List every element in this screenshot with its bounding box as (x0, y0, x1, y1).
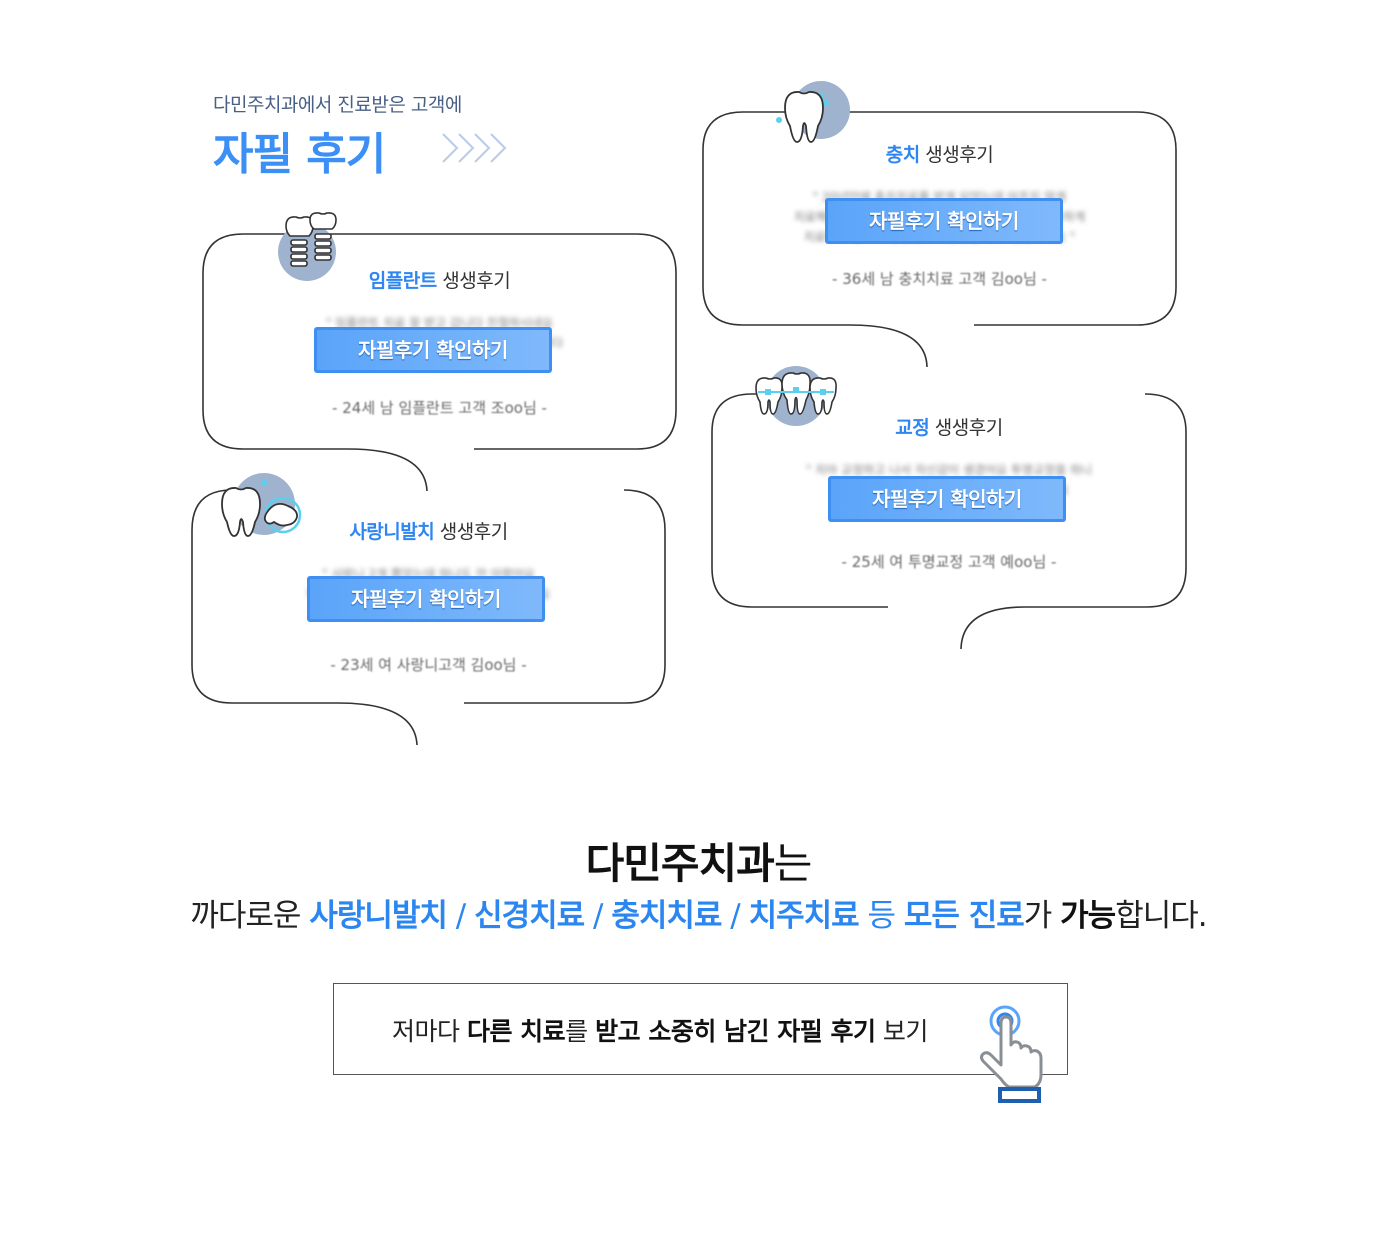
section-title: 자필 후기 (213, 129, 386, 180)
card-title-suffix: 생생후기 (919, 144, 994, 166)
braces-icon (755, 366, 837, 426)
review-button-ortho[interactable]: 자필후기 확인하기 (828, 476, 1066, 522)
review-author: - 36세 남 충치치료 고객 김oo님 - (832, 270, 1047, 288)
review-author: - 23세 여 사랑니고객 김oo님 - (330, 656, 527, 674)
section-subtitle: 다민주치과에서 진료받은 고객에 (213, 94, 462, 116)
treatment-cavity: 충치치료 (611, 898, 722, 934)
treatment-root-canal: 신경치료 (474, 898, 585, 934)
card-title-suffix: 생생후기 (436, 270, 511, 292)
speech-bubbles (191, 111, 1187, 746)
card-category: 임플란트 (368, 270, 437, 292)
tooth-sparkle-icon (776, 81, 850, 143)
treatment-periodontal: 치주치료 (748, 898, 860, 934)
cta-text-part: 저마다 (392, 1017, 467, 1046)
review-button-wisdom[interactable]: 자필후기 확인하기 (307, 576, 545, 622)
cta-label: 저마다 다른 치료를 받고 소중히 남긴 자필 후기 보기 (392, 1012, 928, 1048)
clinic-name: 다민주치과 (585, 839, 775, 888)
review-button-implant[interactable]: 자필후기 확인하기 (314, 327, 552, 373)
card-title-suffix: 생생후기 (434, 521, 508, 543)
card-category: 충치 (885, 144, 920, 166)
desc-text: 가 (1023, 898, 1061, 934)
separator: / (584, 898, 612, 934)
cta-text-bold: 다른 치료 (466, 1017, 566, 1046)
review-author: - 24세 남 임플란트 고객 조oo님 - (332, 399, 547, 417)
card-title: 충치 생생후기 (703, 140, 1176, 167)
view-reviews-button[interactable]: 저마다 다른 치료를 받고 소중히 남긴 자필 후기 보기 (333, 983, 1068, 1075)
preview-line: " 치아 교정하고 나서 자신감이 생겼어요 투명교정을 하니 (805, 463, 1093, 477)
separator: / (446, 898, 475, 934)
separator: / (721, 898, 749, 934)
wisdom-tooth-icon (221, 473, 302, 537)
review-button-cavity[interactable]: 자필후기 확인하기 (825, 198, 1063, 244)
treatment-wisdom: 사랑니발치 (309, 898, 448, 934)
chevrons-right-icon (442, 133, 507, 163)
desc-possible: 가능 (1060, 898, 1116, 934)
desc-text: 까다로운 (190, 898, 310, 934)
card-title: 임플란트 생생후기 (203, 266, 676, 293)
card-category: 사랑니발치 (349, 521, 435, 543)
card-title: 교정 생생후기 (712, 413, 1186, 440)
desc-text: 등 (858, 898, 904, 934)
treatment-all: 모든 진료 (903, 898, 1025, 934)
desc-text: 합니다. (1115, 898, 1207, 934)
card-category: 교정 (895, 417, 930, 439)
headline: 다민주치과는 (0, 830, 1397, 891)
card-title-suffix: 생생후기 (929, 417, 1003, 439)
review-author: - 25세 여 투명교정 고객 예oo님 - (841, 553, 1057, 571)
headline-rest: 는 (773, 839, 813, 888)
treatments-description: 까다로운 사랑니발치 / 신경치료 / 충치치료 / 치주치료 등 모든 진료가… (0, 890, 1397, 935)
card-title: 사랑니발치 생생후기 (192, 517, 665, 544)
cta-text-part: 를 (565, 1017, 596, 1046)
pointer-hand-icon (980, 1005, 1043, 1103)
cta-text-part: 보기 (875, 1017, 929, 1046)
cta-text-bold: 받고 소중히 남긴 자필 후기 (595, 1017, 876, 1046)
preview-line: " 임플란트 치료 잘 받고 갑니다 친절하시네요 (325, 316, 554, 330)
implant-icon (278, 212, 337, 281)
